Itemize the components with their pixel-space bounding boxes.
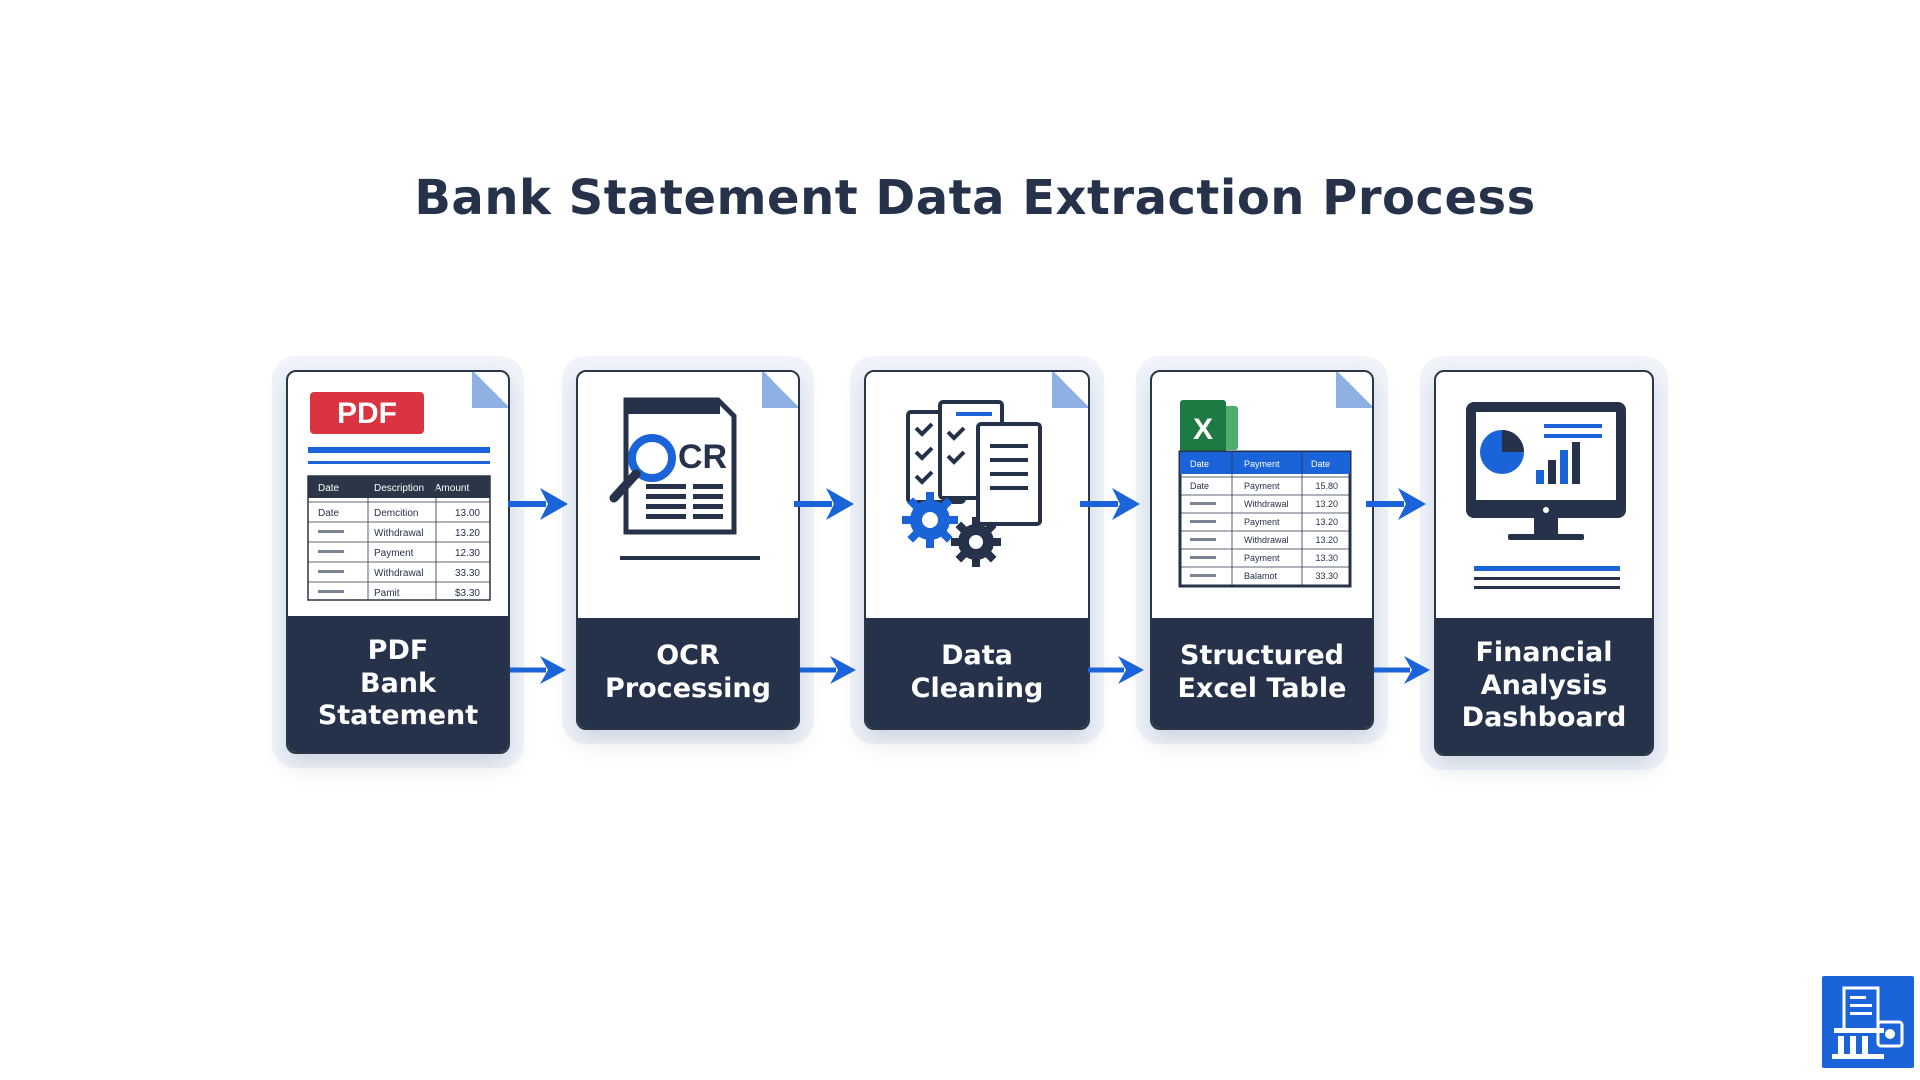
table-cell: Date [1190, 481, 1209, 491]
table-cell: 13.20 [1315, 499, 1338, 509]
page-title: Bank Statement Data Extraction Process [414, 170, 1536, 226]
step-label: OCR Processing [578, 618, 798, 728]
table-cell: Payment [374, 548, 414, 559]
ai-document-icon [1832, 986, 1904, 1059]
table-cell: Withdrawal [374, 568, 423, 579]
table-cell: 13.20 [455, 528, 480, 539]
ocr-magnifier-icon: CR [609, 397, 760, 560]
table-placeholder-bar [318, 570, 344, 573]
table-placeholder-bar [1190, 574, 1216, 577]
step-card-data-cleaning: Data Cleaning [864, 370, 1090, 730]
page-fold-icon [1336, 372, 1372, 408]
table-placeholder-bar [1190, 556, 1216, 559]
arrow-right-icon [1088, 656, 1144, 684]
arrow-right-icon [1366, 488, 1426, 520]
table-cell: 33.30 [455, 568, 480, 579]
step-label: Data Cleaning [866, 618, 1088, 728]
table-header-cell: Date [1190, 459, 1209, 469]
ai-document-badge [1822, 976, 1914, 1068]
table-cell: $3.30 [455, 588, 480, 599]
table-cell: Withdrawal [1244, 499, 1289, 509]
table-cell: Payment [1244, 517, 1280, 527]
table-header-cell: Date [318, 483, 340, 494]
table-header-cell: Payment [1244, 459, 1280, 469]
arrow-right-icon [1080, 488, 1140, 520]
step-label: Structured Excel Table [1152, 618, 1372, 728]
table-cell: Date [318, 508, 340, 519]
page-fold-icon [472, 372, 508, 408]
step-label-text: Financial Analysis Dashboard [1461, 636, 1627, 734]
table-header-cell: Amount [435, 483, 470, 494]
table-cell: Demcition [374, 508, 418, 519]
table-cell: Withdrawal [374, 528, 423, 539]
ocr-text: CR [678, 438, 727, 476]
checklist-gears-icon [902, 400, 1042, 567]
table-placeholder-bar [318, 530, 344, 533]
table-placeholder-bar [318, 590, 344, 593]
monitor-dashboard-icon [1466, 402, 1626, 589]
table-cell: 13.00 [455, 508, 480, 519]
step-label-text: OCR Processing [605, 640, 771, 704]
arrow-right-icon [794, 488, 854, 520]
step-label-text: PDF Bank Statement [317, 634, 479, 732]
table-cell: Withdrawal [1244, 535, 1289, 545]
arrow-right-icon [510, 656, 566, 684]
step-label: PDF Bank Statement [288, 616, 508, 752]
table-cell: 13.30 [1315, 553, 1338, 563]
page-fold-icon [762, 372, 798, 408]
arrow-right-icon [1374, 656, 1430, 684]
table-cell: 13.20 [1315, 517, 1338, 527]
table-cell: 33.30 [1315, 571, 1338, 581]
step-label-text: Data Cleaning [910, 640, 1044, 704]
table-cell: Payment [1244, 481, 1280, 491]
step-card-financial-analysis-dashboard: Financial Analysis Dashboard [1434, 370, 1654, 756]
page-fold-icon [1052, 372, 1088, 408]
pdf-badge-text: PDF [337, 397, 397, 430]
table-placeholder-bar [1190, 502, 1216, 505]
arrow-right-icon [800, 656, 856, 684]
table-cell: 13.20 [1315, 535, 1338, 545]
table-placeholder-bar [1190, 538, 1216, 541]
arrow-right-icon [508, 488, 568, 520]
table-cell: Payment [1244, 553, 1280, 563]
table-cell: 15.80 [1315, 481, 1338, 491]
table-placeholder-bar [1190, 520, 1216, 523]
table-cell: 12.30 [455, 548, 480, 559]
step-label-text: Structured Excel Table [1177, 640, 1347, 704]
table-placeholder-bar [318, 550, 344, 553]
step-label: Financial Analysis Dashboard [1436, 618, 1652, 754]
table-header-cell: Description [374, 483, 424, 494]
step-card-ocr-processing: CR OCR Processing [576, 370, 800, 730]
excel-letter: X [1193, 413, 1213, 446]
table-cell: Balamot [1244, 571, 1278, 581]
table-cell: Pamit [374, 588, 400, 599]
table-header-cell: Date [1311, 459, 1330, 469]
